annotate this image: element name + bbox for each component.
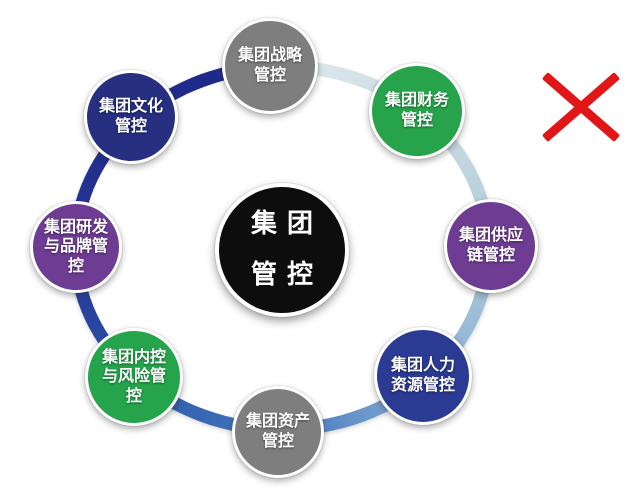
node-culture: 集团文化 管控 — [84, 70, 178, 164]
node-asset-label: 集团资产 管控 — [245, 413, 310, 450]
node-internal-control-label: 集团内控 与风险管 控 — [101, 348, 166, 405]
node-hr: 集团人力 资源管控 — [374, 327, 472, 425]
center-node: 集团 管控 — [215, 183, 349, 317]
node-internal-control: 集团内控 与风险管 控 — [85, 328, 183, 426]
node-culture-label: 集团文化 管控 — [98, 98, 163, 135]
node-finance-label: 集团财务 管控 — [384, 92, 449, 129]
center-node-label: 集团 管控 — [250, 209, 323, 290]
node-strategy: 集团战略 管控 — [222, 18, 318, 114]
node-finance: 集团财务 管控 — [369, 63, 465, 159]
node-supply-chain: 集团供应 链管控 — [444, 199, 538, 293]
node-rd-brand: 集团研发 与品牌管 控 — [30, 201, 122, 293]
red-x-mark — [541, 71, 621, 142]
node-strategy-label: 集团战略 管控 — [237, 47, 302, 84]
node-hr-label: 集团人力 资源管控 — [390, 357, 455, 394]
node-supply-chain-label: 集团供应 链管控 — [458, 227, 523, 264]
node-asset: 集团资产 管控 — [232, 386, 324, 478]
node-rd-brand-label: 集团研发 与品牌管 控 — [43, 218, 108, 275]
